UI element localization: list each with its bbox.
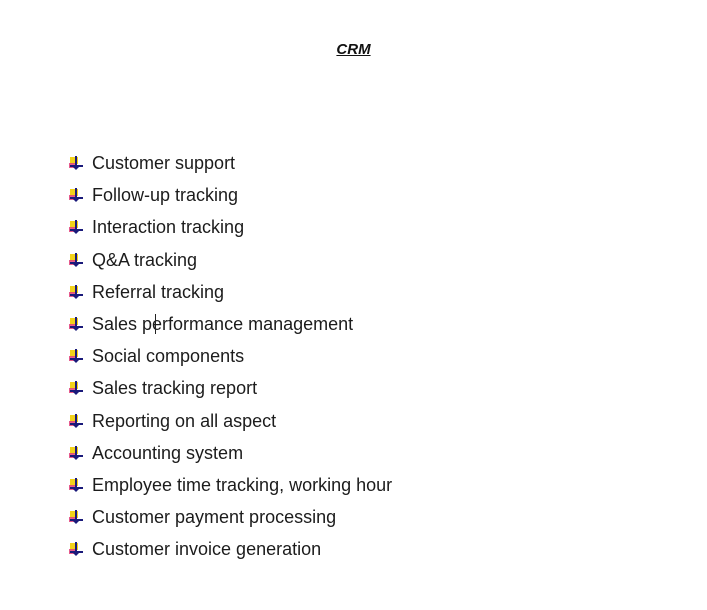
list-item: Interaction tracking: [68, 211, 392, 243]
list-item-label[interactable]: Customer payment processing: [92, 507, 337, 528]
list-item-label[interactable]: Sales performance management: [92, 314, 354, 335]
list-item-label[interactable]: Employee time tracking, working hour: [92, 474, 393, 495]
list-item: Customer payment processing: [68, 501, 392, 533]
arrow-down-bullet-icon: [68, 219, 84, 235]
arrow-down-bullet-icon: [68, 413, 84, 429]
arrow-down-bullet-icon: [68, 477, 84, 493]
list-item-label[interactable]: Referral tracking: [92, 281, 225, 302]
list-item-label[interactable]: Customer support: [92, 153, 236, 174]
document-title: CRM: [336, 41, 371, 58]
list-item-label[interactable]: Accounting system: [92, 442, 244, 463]
list-item-label[interactable]: Social components: [92, 346, 245, 367]
list-item-label[interactable]: Follow-up tracking: [92, 185, 239, 206]
arrow-down-bullet-icon: [68, 252, 84, 268]
list-item-label[interactable]: Reporting on all aspect: [92, 410, 277, 431]
arrow-down-bullet-icon: [68, 509, 84, 525]
feature-bullet-list: Customer support Follow-up tracking Inte…: [68, 147, 392, 565]
arrow-down-bullet-icon: [68, 316, 84, 332]
list-item: Sales performance management: [68, 308, 392, 340]
list-item: Follow-up tracking: [68, 179, 392, 211]
list-item-label-with-caret[interactable]: Sales performance management: [92, 313, 353, 335]
arrow-down-bullet-icon: [68, 348, 84, 364]
list-item: Reporting on all aspect: [68, 405, 392, 437]
text-cursor-caret: [155, 314, 156, 335]
list-item: Q&A tracking: [68, 244, 392, 276]
arrow-down-bullet-icon: [68, 284, 84, 300]
list-item: Accounting system: [68, 437, 392, 469]
list-item: Customer invoice generation: [68, 533, 392, 565]
list-item-label[interactable]: Sales tracking report: [92, 378, 258, 399]
arrow-down-bullet-icon: [68, 155, 84, 171]
list-item: Sales tracking report: [68, 372, 392, 404]
list-item: Employee time tracking, working hour: [68, 469, 392, 501]
list-item-label[interactable]: Interaction tracking: [92, 217, 245, 238]
list-item-label[interactable]: Q&A tracking: [92, 249, 198, 270]
list-item: Customer support: [68, 147, 392, 179]
arrow-down-bullet-icon: [68, 445, 84, 461]
list-item: Referral tracking: [68, 276, 392, 308]
list-item: Social components: [68, 340, 392, 372]
arrow-down-bullet-icon: [68, 187, 84, 203]
list-item-label[interactable]: Customer invoice generation: [92, 539, 322, 560]
arrow-down-bullet-icon: [68, 380, 84, 396]
arrow-down-bullet-icon: [68, 541, 84, 557]
